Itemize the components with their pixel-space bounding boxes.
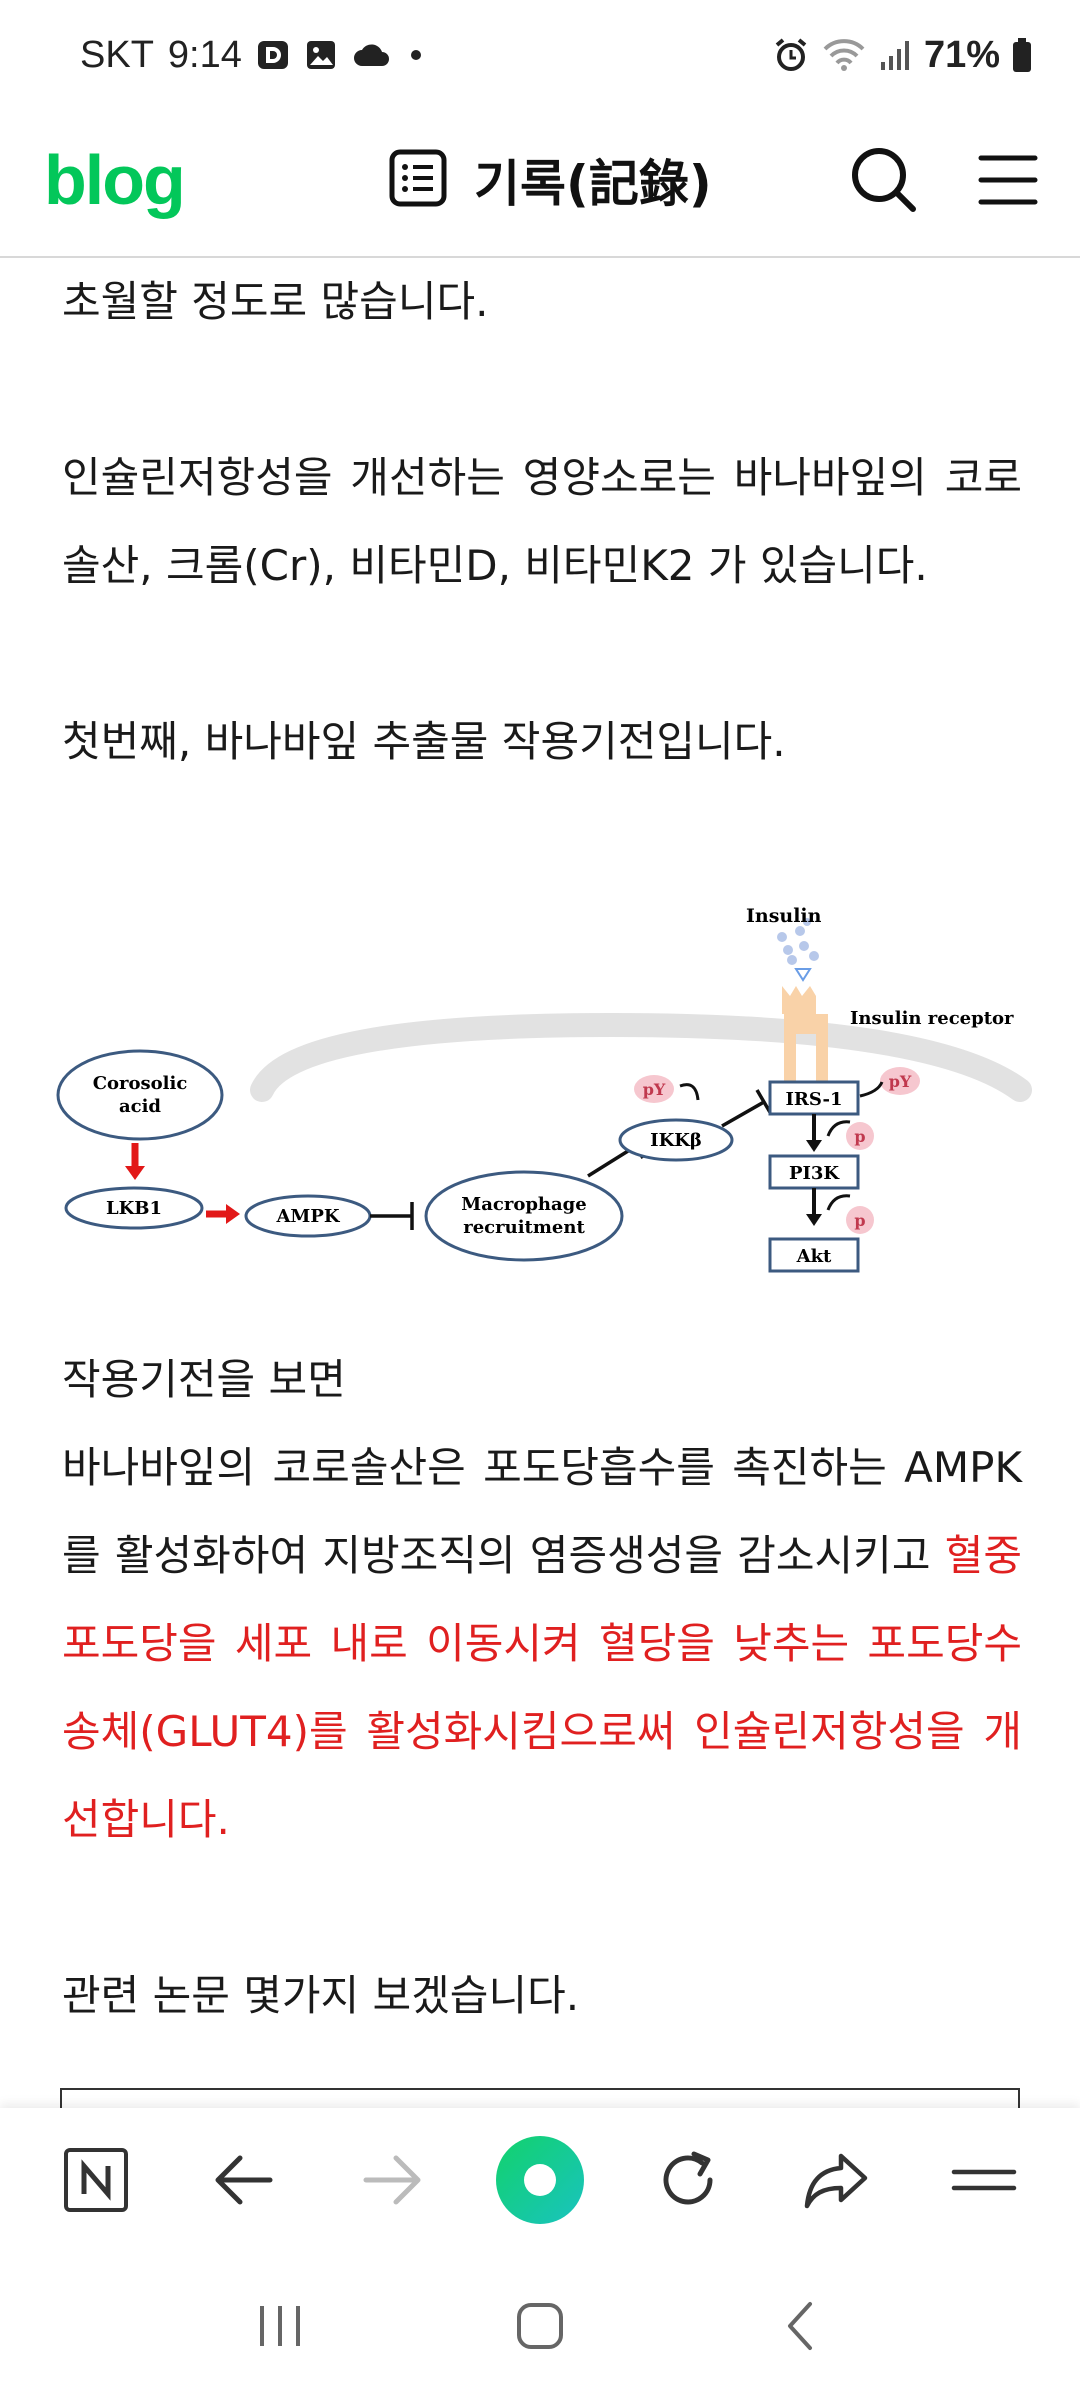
insulin-dots	[777, 918, 819, 965]
corosolic-label: Corosolic	[93, 1073, 188, 1094]
insulin-receptor	[782, 986, 828, 1092]
corosolic-label: acid	[119, 1096, 161, 1117]
py-badge	[634, 1075, 674, 1103]
green-dot-button[interactable]	[485, 2127, 595, 2237]
cloud-icon	[352, 40, 392, 70]
time-label: 9:14	[167, 33, 242, 76]
signal-icon	[878, 38, 912, 72]
alarm-icon	[772, 36, 810, 74]
svg-text:pY: pY	[643, 1080, 666, 1099]
p-badge	[846, 1122, 874, 1150]
home-icon	[514, 2300, 566, 2356]
hamburger-icon	[977, 152, 1039, 212]
paragraph: 초월할 정도로 많습니다.	[62, 277, 489, 326]
page-title: 기록(記錄)	[474, 155, 712, 213]
cell-membrane	[250, 1012, 1032, 1102]
insulin-label: Insulin	[746, 905, 822, 927]
search-icon	[849, 145, 919, 219]
menu-button[interactable]	[968, 142, 1048, 222]
share-button[interactable]	[781, 2127, 891, 2237]
highlighted-text: 혈중 포도당을 세포 내로 이동시켜 혈당을 낮추는 포도당수송체(GLUT4)…	[62, 1531, 1022, 1844]
recent-apps-button[interactable]	[230, 2278, 330, 2378]
lkb1-label: LKB1	[106, 1198, 162, 1219]
system-nav-bar	[0, 2256, 1080, 2400]
p-badge	[846, 1206, 874, 1234]
share-icon	[801, 2150, 871, 2214]
lkb1-node	[64, 1186, 204, 1230]
corosolic-node	[56, 1049, 224, 1141]
back-button[interactable]	[189, 2127, 299, 2237]
gallery-icon	[304, 38, 338, 72]
browser-toolbar	[0, 2108, 1080, 2256]
inhibit-line	[370, 1202, 414, 1230]
paragraph: 바나바잎의 코로솔산은 포도당흡수를 촉진하는 AMPK를 활성화하여 지방조직…	[62, 1424, 1022, 1864]
pi3k-label: PI3K	[789, 1163, 840, 1184]
paragraph: 인슐린저항성을 개선하는 영양소로는 바나바잎의 코로솔산, 크롬(Cr), 비…	[62, 453, 1022, 590]
status-bar: SKT 9:14 71%	[0, 0, 1080, 110]
blog-title[interactable]: 기록(記錄)	[388, 144, 712, 216]
akt-label: Akt	[796, 1246, 832, 1267]
browser-menu-button[interactable]	[929, 2127, 1039, 2237]
back-nav-button[interactable]	[750, 2278, 850, 2378]
reload-button[interactable]	[633, 2127, 743, 2237]
blog-logo[interactable]: blog	[44, 141, 186, 219]
paragraph: 관련 논문 몇가지 보겠습니다.	[62, 1971, 580, 2020]
content-box-edge	[60, 2088, 1020, 2108]
carrier-label: SKT	[80, 33, 154, 76]
macrophage-node	[424, 1170, 624, 1262]
macrophage-label: recruitment	[463, 1217, 585, 1238]
mechanism-diagram: Insulin Insulin receptor Corosolic acid …	[52, 900, 1032, 1290]
paragraph: 작용기전을 보면	[62, 1355, 346, 1404]
back-nav-icon	[780, 2300, 820, 2356]
svg-text:p: p	[854, 1127, 865, 1146]
wifi-icon	[822, 37, 866, 73]
insulin-receptor-label: Insulin receptor	[850, 1008, 1014, 1029]
d-icon	[256, 38, 290, 72]
akt-node	[768, 1237, 860, 1273]
pi3k-node	[768, 1154, 860, 1190]
app-header: blog 기록(記錄)	[0, 110, 1080, 258]
menu-icon	[950, 2160, 1018, 2204]
ikkb-label: IKKβ	[650, 1130, 702, 1151]
paragraph-text: 바나바잎의 코로솔산은 포도당흡수를 촉진하는 AMPK를 활성화하여 지방조직…	[62, 1443, 1022, 1580]
dot-icon	[406, 45, 426, 65]
svg-text:p: p	[854, 1211, 865, 1230]
article-body: 초월할 정도로 많습니다. 인슐린저항성을 개선하는 영양소로는 바나바잎의 코…	[62, 258, 1022, 786]
py-badge	[880, 1067, 920, 1095]
inhibit-line	[721, 1089, 773, 1128]
ikkb-node	[618, 1118, 734, 1162]
list-icon	[388, 148, 448, 212]
forward-icon	[360, 2152, 424, 2212]
battery-label: 71%	[923, 33, 1000, 76]
back-icon	[212, 2152, 276, 2212]
home-button[interactable]	[490, 2278, 590, 2378]
insulin-triangle	[794, 968, 812, 982]
naver-home-icon	[62, 2146, 130, 2218]
irs1-label: IRS-1	[785, 1089, 842, 1110]
recent-apps-icon	[254, 2302, 306, 2354]
paragraph: 첫번째, 바나바잎 추출물 작용기전입니다.	[62, 717, 786, 766]
naver-home-button[interactable]	[41, 2127, 151, 2237]
svg-text:pY: pY	[889, 1072, 912, 1091]
battery-icon	[1012, 37, 1032, 73]
macrophage-label: Macrophage	[461, 1194, 586, 1215]
forward-button[interactable]	[337, 2127, 447, 2237]
reload-icon	[654, 2146, 722, 2218]
ampk-label: AMPK	[275, 1206, 340, 1227]
green-dot-icon	[492, 2132, 588, 2232]
search-button[interactable]	[844, 142, 924, 222]
article-body-continued: 작용기전을 보면 바나바잎의 코로솔산은 포도당흡수를 촉진하는 AMPK를 활…	[62, 1336, 1022, 2040]
